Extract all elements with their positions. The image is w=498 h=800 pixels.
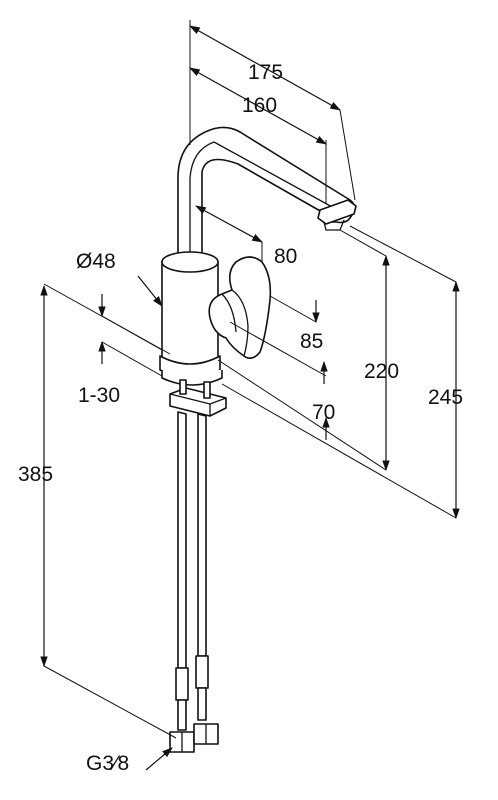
supply-hoses bbox=[169, 411, 219, 753]
base-reference-lines bbox=[43, 283, 457, 519]
mounting-parts bbox=[169, 379, 227, 417]
dim-label-245: 245 bbox=[428, 386, 463, 409]
dim-80: 80 bbox=[195, 205, 297, 268]
dim-85: 85 bbox=[269, 295, 328, 384]
faucet-handle bbox=[208, 256, 272, 360]
dim-label-thread: G3⁄8 bbox=[86, 752, 129, 775]
dim-385: 385 bbox=[18, 284, 177, 739]
dim-label-1-30: 1-30 bbox=[78, 384, 120, 407]
dim-label-220: 220 bbox=[364, 360, 399, 383]
dim-label-160: 160 bbox=[242, 94, 277, 117]
dim-label-70: 70 bbox=[312, 401, 335, 424]
dim-label-385: 385 bbox=[18, 463, 53, 486]
dim-thread: G3⁄8 bbox=[86, 747, 173, 775]
dim-220: 220 bbox=[339, 229, 399, 472]
dim-label-175: 175 bbox=[248, 61, 283, 84]
dim-label-85: 85 bbox=[300, 330, 323, 353]
dim-label-diameter: Ø48 bbox=[76, 250, 116, 273]
dim-160: 160 bbox=[189, 67, 327, 204]
faucet-spout bbox=[177, 126, 357, 263]
faucet-body bbox=[159, 251, 223, 386]
dim-70: 70 bbox=[229, 321, 335, 440]
dim-1-30: 1-30 bbox=[78, 294, 163, 407]
dim-245: 245 bbox=[349, 225, 463, 520]
dim-label-80: 80 bbox=[274, 245, 297, 268]
dim-diameter-48: Ø48 bbox=[76, 250, 163, 307]
